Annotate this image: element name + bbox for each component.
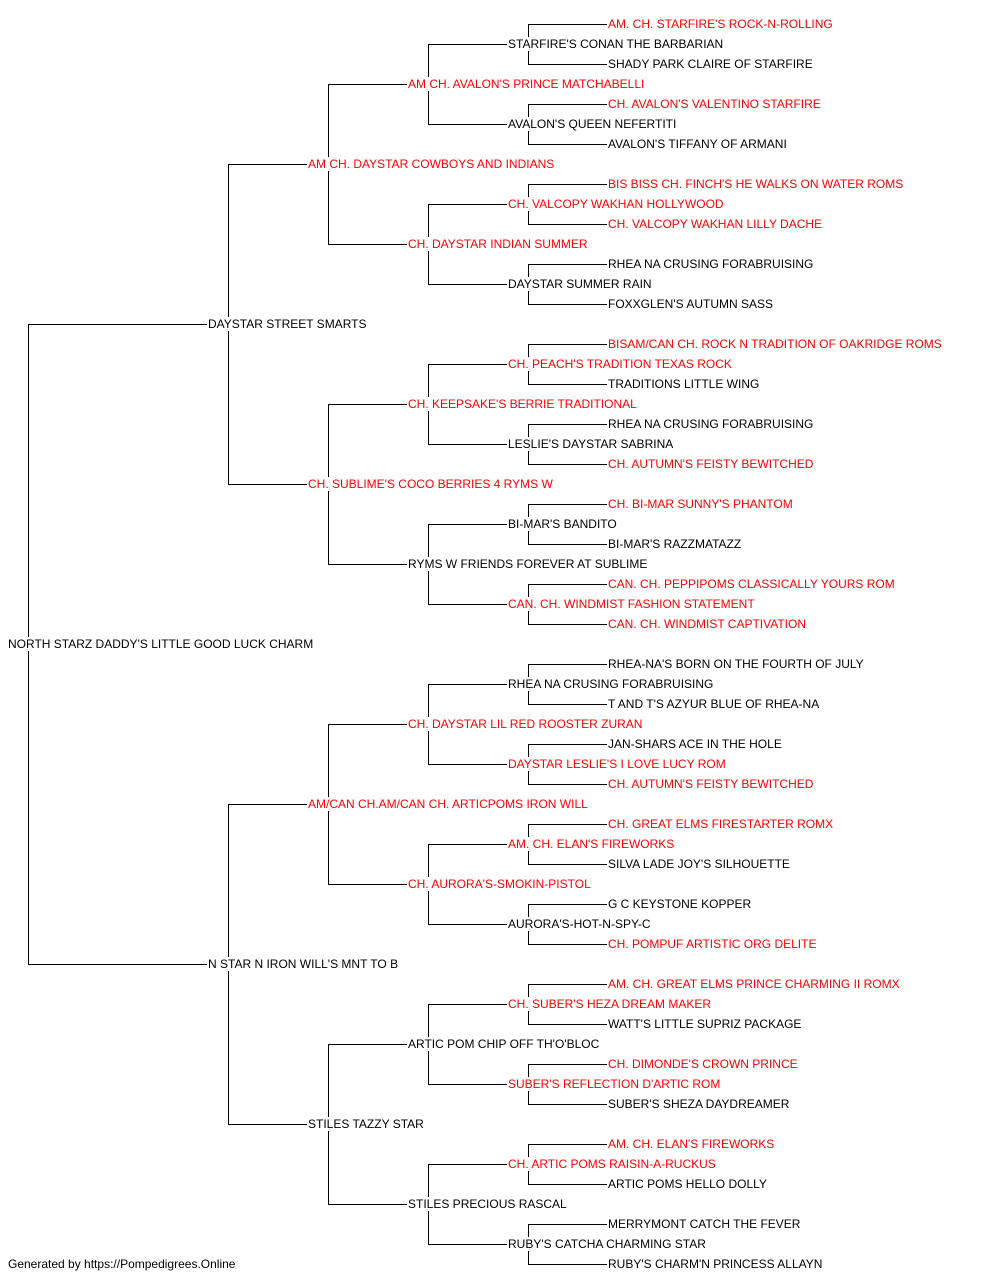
dam-name-gen4: CAN. CH. WINDMIST FASHION STATEMENT <box>507 597 756 611</box>
dam-name-gen5: AVALON'S TIFFANY OF ARMANI <box>607 137 788 151</box>
dam-name-gen1: N STAR N IRON WILL'S MNT TO B <box>207 957 400 971</box>
sire-name-gen5: G C KEYSTONE KOPPER <box>607 897 753 911</box>
sire-name-gen5: BISAM/CAN CH. ROCK N TRADITION OF OAKRID… <box>607 337 943 351</box>
dam-name-gen2: CH. SUBLIME'S COCO BERRIES 4 RYMS W <box>307 477 554 491</box>
sire-name-gen5: RHEA NA CRUSING FORABRUISING <box>607 257 815 271</box>
dam-name-gen5: CH. AUTUMN'S FEISTY BEWITCHED <box>607 777 815 791</box>
generated-by-footer: Generated by https://Pompedigrees.Online <box>8 1257 236 1271</box>
sire-name-gen1: DAYSTAR STREET SMARTS <box>207 317 368 331</box>
dam-name-gen5: SUBER'S SHEZA DAYDREAMER <box>607 1097 791 1111</box>
dam-name-gen4: LESLIE'S DAYSTAR SABRINA <box>507 437 675 451</box>
dam-name-gen5: SILVA LADE JOY'S SILHOUETTE <box>607 857 791 871</box>
dam-name-gen5: FOXXGLEN'S AUTUMN SASS <box>607 297 774 311</box>
dam-name-gen5: SHADY PARK CLAIRE OF STARFIRE <box>607 57 814 71</box>
dam-name-gen3: RYMS W FRIENDS FOREVER AT SUBLIME <box>407 557 649 571</box>
dam-name-gen5: CH. AUTUMN'S FEISTY BEWITCHED <box>607 457 815 471</box>
dam-name-gen5: BI-MAR'S RAZZMATAZZ <box>607 537 743 551</box>
sire-name-gen4: RHEA NA CRUSING FORABRUISING <box>507 677 715 691</box>
dam-name-gen4: SUBER'S REFLECTION D'ARTIC ROM <box>507 1077 722 1091</box>
sire-name-gen3: CH. DAYSTAR LIL RED ROOSTER ZURAN <box>407 717 644 731</box>
dam-name-gen4: AVALON'S QUEEN NEFERTITI <box>507 117 678 131</box>
dam-name-gen4: AURORA'S-HOT-N-SPY-C <box>507 917 652 931</box>
sire-name-gen5: CH. BI-MAR SUNNY'S PHANTOM <box>607 497 794 511</box>
sire-name-gen4: CH. SUBER'S HEZA DREAM MAKER <box>507 997 712 1011</box>
dam-name-gen3: CH. AURORA'S-SMOKIN-PISTOL <box>407 877 592 891</box>
dam-name-gen5: WATT'S LITTLE SUPRIZ PACKAGE <box>607 1017 803 1031</box>
sire-name-gen3: AM CH. AVALON'S PRINCE MATCHABELLI <box>407 77 646 91</box>
sire-name-gen5: AM. CH. ELAN'S FIREWORKS <box>607 1137 776 1151</box>
dam-name-gen5: RUBY'S CHARM'N PRINCESS ALLAYN <box>607 1257 824 1271</box>
sire-name-gen2: AM CH. DAYSTAR COWBOYS AND INDIANS <box>307 157 556 171</box>
sire-name-gen5: CH. DIMONDE'S CROWN PRINCE <box>607 1057 799 1071</box>
dam-name-gen5: CAN. CH. WINDMIST CAPTIVATION <box>607 617 808 631</box>
sire-name-gen2: AM/CAN CH.AM/CAN CH. ARTICPOMS IRON WILL <box>307 797 589 811</box>
sire-name-gen5: BIS BISS CH. FINCH'S HE WALKS ON WATER R… <box>607 177 905 191</box>
dam-name-gen2: STILES TAZZY STAR <box>307 1117 425 1131</box>
sire-name-gen5: CH. AVALON'S VALENTINO STARFIRE <box>607 97 822 111</box>
sire-name-gen5: JAN-SHARS ACE IN THE HOLE <box>607 737 783 751</box>
dam-name-gen5: TRADITIONS LITTLE WING <box>607 377 761 391</box>
sire-name-gen4: CH. PEACH'S TRADITION TEXAS ROCK <box>507 357 733 371</box>
sire-name-gen4: STARFIRE'S CONAN THE BARBARIAN <box>507 37 725 51</box>
sire-name-gen5: CAN. CH. PEPPIPOMS CLASSICALLY YOURS ROM <box>607 577 896 591</box>
sire-name-gen4: CH. VALCOPY WAKHAN HOLLYWOOD <box>507 197 725 211</box>
sire-name-gen3: ARTIC POM CHIP OFF TH'O'BLOC <box>407 1037 601 1051</box>
subject-dog-name: NORTH STARZ DADDY'S LITTLE GOOD LUCK CHA… <box>7 637 315 651</box>
sire-name-gen5: AM. CH. STARFIRE'S ROCK-N-ROLLING <box>607 17 834 31</box>
sire-name-gen4: BI-MAR'S BANDITO <box>507 517 618 531</box>
dam-name-gen5: CH. VALCOPY WAKHAN LILLY DACHE <box>607 217 824 231</box>
dam-name-gen4: RUBY'S CATCHA CHARMING STAR <box>507 1237 707 1251</box>
sire-name-gen5: AM. CH. GREAT ELMS PRINCE CHARMING II RO… <box>607 977 901 991</box>
dam-name-gen4: DAYSTAR LESLIE'S I LOVE LUCY ROM <box>507 757 727 771</box>
sire-name-gen5: RHEA-NA'S BORN ON THE FOURTH OF JULY <box>607 657 865 671</box>
dam-name-gen5: CH. POMPUF ARTISTIC ORG DELITE <box>607 937 818 951</box>
dam-name-gen3: CH. DAYSTAR INDIAN SUMMER <box>407 237 589 251</box>
dam-name-gen4: DAYSTAR SUMMER RAIN <box>507 277 653 291</box>
dam-name-gen3: STILES PRECIOUS RASCAL <box>407 1197 568 1211</box>
sire-name-gen5: RHEA NA CRUSING FORABRUISING <box>607 417 815 431</box>
sire-name-gen3: CH. KEEPSAKE'S BERRIE TRADITIONAL <box>407 397 638 411</box>
sire-name-gen5: CH. GREAT ELMS FIRESTARTER ROMX <box>607 817 835 831</box>
sire-name-gen4: AM. CH. ELAN'S FIREWORKS <box>507 837 676 851</box>
dam-name-gen5: ARTIC POMS HELLO DOLLY <box>607 1177 768 1191</box>
dam-name-gen5: T AND T'S AZYUR BLUE OF RHEA-NA <box>607 697 821 711</box>
sire-name-gen5: MERRYMONT CATCH THE FEVER <box>607 1217 802 1231</box>
sire-name-gen4: CH. ARTIC POMS RAISIN-A-RUCKUS <box>507 1157 717 1171</box>
